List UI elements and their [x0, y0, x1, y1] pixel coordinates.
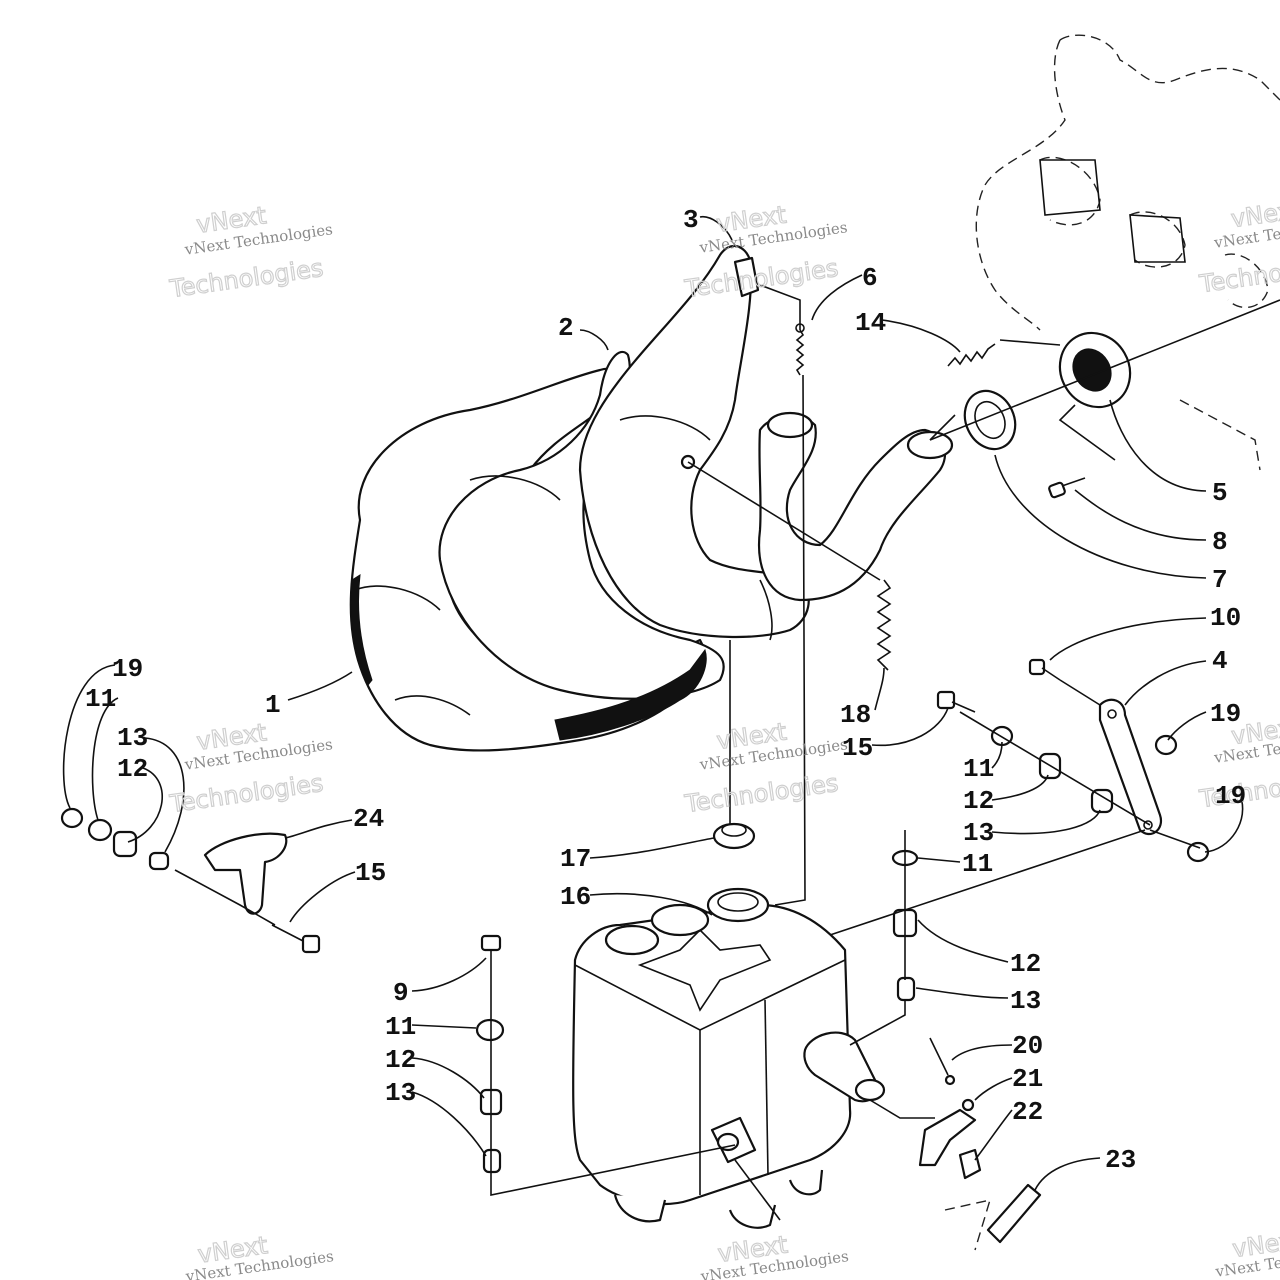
watermark-bottom-left: vNext vNext Technologies: [184, 1231, 335, 1280]
engine-block-outline: [975, 34, 1280, 471]
callout-12-left: 12: [117, 754, 148, 784]
callout-4: 4: [1212, 646, 1228, 676]
callout-13-right-lower: 13: [1010, 986, 1041, 1016]
callout-21: 21: [1012, 1064, 1043, 1094]
grommet-17: [712, 822, 756, 850]
bolt-15-right: [936, 690, 976, 713]
callout-12-center: 12: [385, 1045, 416, 1075]
callout-11-left: 11: [85, 684, 116, 714]
callout-19-right-lower: 19: [1215, 781, 1246, 811]
callout-11-right-lower: 11: [962, 849, 993, 879]
callout-labels: 1 2 3 4 5 6 7 8 9 10 11 11 11 11 12 12 1…: [85, 205, 1246, 1175]
strap-23: [944, 1183, 1042, 1251]
watermark-top-right: vNext vNext Technologies Technologies: [1196, 195, 1280, 299]
callout-13-left: 13: [117, 723, 148, 753]
clip-21-22: [918, 1037, 982, 1180]
callout-12-right-upper: 12: [963, 786, 994, 816]
watermark-top-left: vNext vNext Technologies Technologies: [167, 201, 334, 304]
callout-leaders: [62, 215, 1244, 1191]
callout-18: 18: [840, 700, 871, 730]
bolt-9: [480, 934, 502, 985]
callout-13-center: 13: [385, 1078, 416, 1108]
bracket-4: [1098, 698, 1163, 836]
hardware-right-stack: [891, 725, 1210, 1002]
callout-17: 17: [560, 844, 591, 874]
exhaust-flange: [963, 331, 1132, 451]
hardware-left-stack: [60, 807, 170, 871]
callout-10: 10: [1210, 603, 1241, 633]
callout-15-right: 15: [842, 733, 873, 763]
silencer-box: [572, 887, 886, 1229]
svg-text:Technologies: Technologies: [682, 769, 840, 818]
callout-6: 6: [862, 263, 878, 293]
watermark-bottom-right: vNext vNext Technologies: [1213, 1225, 1280, 1280]
watermark-top-center: vNext vNext Technologies Technologies: [682, 200, 849, 304]
watermark-mid-left: vNext vNext Technologies Technologies: [167, 718, 334, 819]
spring-18: [876, 579, 892, 671]
spring-14: [947, 343, 996, 367]
callout-1: 1: [265, 690, 281, 720]
watermark-bottom-center: vNext vNext Technologies: [699, 1230, 850, 1280]
callout-19-left: 19: [112, 654, 143, 684]
callout-11-right-upper: 11: [963, 754, 994, 784]
callout-24: 24: [353, 804, 384, 834]
svg-text:Technologies: Technologies: [167, 254, 325, 303]
callout-13-right-upper: 13: [963, 818, 994, 848]
callout-22: 22: [1012, 1097, 1043, 1127]
bracket-24: [203, 832, 288, 915]
callout-5: 5: [1212, 478, 1228, 508]
bolt-10: [1028, 658, 1061, 681]
callout-11-center: 11: [385, 1012, 416, 1042]
svg-text:Technologies: Technologies: [167, 769, 325, 818]
callout-3: 3: [683, 205, 699, 235]
callout-15-left: 15: [355, 858, 386, 888]
callout-19-right-upper: 19: [1210, 699, 1241, 729]
svg-text:Technologies: Technologies: [682, 254, 840, 303]
callout-9: 9: [393, 978, 409, 1008]
spring-6: [795, 323, 805, 376]
leader-lines: [174, 284, 1280, 1221]
callout-20: 20: [1012, 1031, 1043, 1061]
bolt-8: [1048, 477, 1086, 499]
bolt-15-left: [271, 924, 321, 954]
callout-12-right-lower: 12: [1010, 949, 1041, 979]
exhaust-pipe-assembly: [349, 244, 954, 752]
callout-14: 14: [855, 308, 886, 338]
callout-16: 16: [560, 882, 591, 912]
watermark-mid-center: vNext vNext Technologies Technologies: [682, 717, 849, 819]
svg-text:Technologies: Technologies: [1197, 249, 1280, 298]
callout-8: 8: [1212, 527, 1228, 557]
callout-2: 2: [558, 313, 574, 343]
callout-7: 7: [1212, 565, 1228, 595]
callout-23: 23: [1105, 1145, 1136, 1175]
